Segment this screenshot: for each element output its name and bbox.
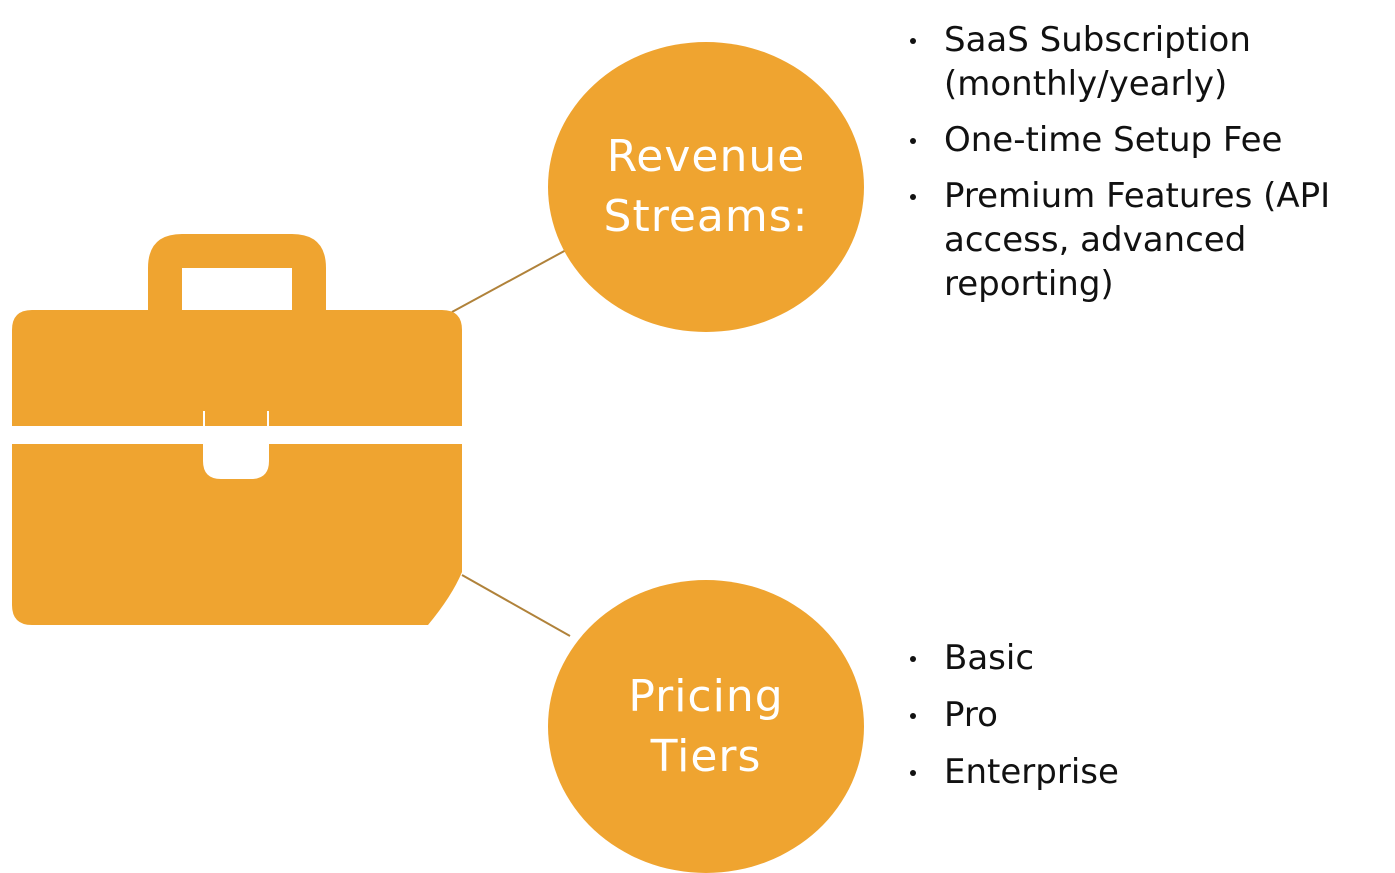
pricing-tiers-list: Basic Pro Enterprise [906,636,1386,807]
list-item: One-time Setup Fee [906,118,1386,162]
connector-pricing-tiers [461,574,571,637]
revenue-streams-list: SaaS Subscription (monthly/yearly) One-t… [906,18,1386,318]
list-item: SaaS Subscription (monthly/yearly) [906,18,1386,106]
briefcase-upper-body [12,310,462,426]
briefcase-handle [148,234,326,312]
revenue-streams-label: Revenue Streams: [603,131,809,242]
list-item: Basic [906,636,1386,680]
connector-revenue-streams [451,248,569,313]
list-item: Enterprise [906,750,1386,794]
pricing-tiers-label: Pricing Tiers [628,670,784,782]
list-item: Pro [906,693,1386,737]
list-item: Premium Features (API access, advanced r… [906,174,1386,306]
briefcase-lower-body [12,444,462,625]
revenue-streams-circle: Revenue Streams: [548,42,864,332]
pricing-tiers-circle: Pricing Tiers [548,580,864,873]
